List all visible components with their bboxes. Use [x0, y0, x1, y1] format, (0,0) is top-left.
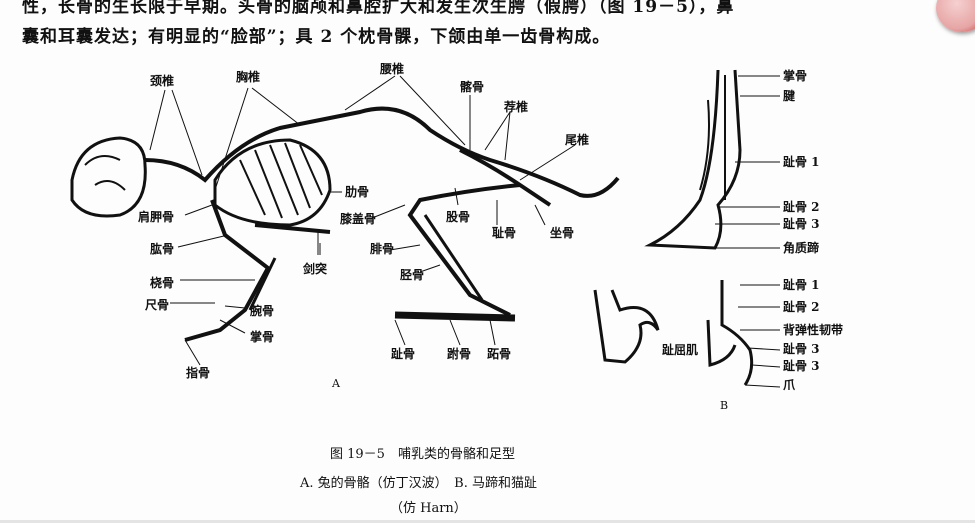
- body-text-line-2: 囊和耳囊发达；有明显的“脸部”；具 2 个枕骨髁，下颌由单一齿骨构成。: [22, 27, 611, 47]
- label-metacarpals: 掌骨: [250, 330, 275, 344]
- label-ribs: 肋骨: [345, 185, 370, 199]
- label-femur: 股骨: [446, 210, 471, 224]
- label-b-cat-phalanx-1: 趾骨 1: [783, 278, 820, 292]
- label-radius: 桡骨: [150, 276, 175, 290]
- label-carpals: 腕骨: [250, 304, 275, 318]
- label-b-dorsal-elastic-ligament: 背弹性韧带: [783, 323, 844, 337]
- figure-caption-subtitle: A. 兔的骨骼（仿丁汉波） B. 马蹄和猫趾: [300, 476, 537, 491]
- bottom-scroll-edge: [0, 520, 975, 523]
- label-b-flexor-muscle: 趾屈肌: [662, 343, 699, 357]
- label-ulna: 尺骨: [145, 298, 170, 312]
- label-scapula: 肩胛骨: [138, 210, 175, 224]
- body-text-line-1: 性，长骨的生长限于早期。头骨的脑颅和鼻腔扩大和发生次生腭（假腭）（图 19－5）…: [22, 0, 735, 17]
- label-metatarsals: 跖骨: [487, 347, 512, 361]
- label-lumbar-vertebrae: 腰椎: [380, 62, 405, 76]
- label-b-tendon: 腱: [783, 89, 796, 103]
- label-b-claw: 爪: [783, 378, 796, 392]
- label-b-phalanx-3: 趾骨 3: [783, 217, 820, 231]
- label-ilium: 髂骨: [460, 80, 485, 94]
- label-pubis: 耻骨: [492, 226, 517, 240]
- label-b-metacarpal: 掌骨: [783, 69, 808, 83]
- label-phalanges-hind: 趾骨: [391, 347, 416, 361]
- label-xiphoid: 剑突: [303, 262, 328, 276]
- label-phalanges-fore: 指骨: [186, 366, 211, 380]
- label-patella: 膝盖骨: [340, 212, 377, 226]
- figure-caption-source: （仿 Harn）: [390, 501, 467, 516]
- label-cervical-vertebrae: 颈椎: [150, 74, 175, 88]
- label-b-cat-phalanx-3b: 趾骨 3: [783, 359, 820, 373]
- label-sacral-vertebrae: 荐椎: [504, 100, 529, 114]
- panel-b-label: B: [720, 399, 729, 412]
- panel-a-label: A: [332, 377, 340, 390]
- label-fibula: 腓骨: [370, 242, 395, 256]
- label-humerus: 肱骨: [150, 242, 175, 256]
- label-thoracic-vertebrae: 胸椎: [236, 70, 261, 84]
- label-tibia: 胫骨: [400, 268, 425, 282]
- label-ischium: 坐骨: [550, 226, 575, 240]
- label-b-cat-phalanx-3a: 趾骨 3: [783, 342, 820, 356]
- label-b-phalanx-1: 趾骨 1: [783, 155, 820, 169]
- figure-caption-title: 图 19－5 哺乳类的骨骼和足型: [330, 447, 515, 462]
- label-b-cat-phalanx-2: 趾骨 2: [783, 300, 820, 314]
- label-caudal-vertebrae: 尾椎: [565, 133, 590, 147]
- label-b-phalanx-2: 趾骨 2: [783, 200, 820, 214]
- label-tarsals: 跗骨: [447, 347, 472, 361]
- label-b-hoof: 角质蹄: [783, 241, 820, 255]
